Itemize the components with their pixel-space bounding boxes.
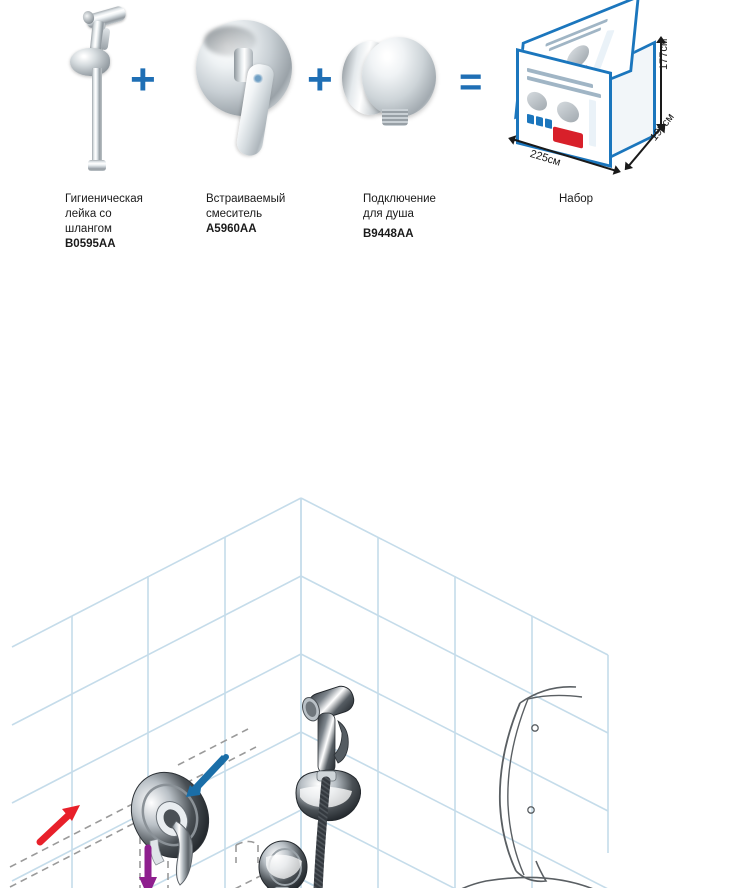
shower-hose-shading bbox=[266, 776, 331, 888]
product-label-set-package: Набор bbox=[559, 192, 593, 207]
product-image-concealed-mixer bbox=[190, 18, 315, 180]
label-line-2: смеситель bbox=[206, 208, 263, 220]
elbow-threaded-spigot-icon bbox=[382, 109, 408, 126]
label-line-3: шлангом bbox=[65, 223, 112, 235]
product-label-shower-connection: Подключение для душа B9448AA bbox=[363, 192, 436, 242]
box-front-product-thumb-2 bbox=[557, 99, 579, 125]
product-code: A5960AA bbox=[206, 223, 257, 235]
operator-equals: = bbox=[459, 60, 483, 104]
label-line-1: Набор bbox=[559, 193, 594, 205]
dimension-width-arrow-right bbox=[612, 165, 623, 177]
cold-water-arrow bbox=[186, 754, 229, 797]
elbow-dome-icon bbox=[362, 37, 436, 117]
operator-plus-2: + bbox=[307, 55, 333, 104]
toilet-seat-lid bbox=[498, 702, 521, 872]
box-front-swatch-3 bbox=[545, 118, 552, 130]
spray-wall-holder-icon bbox=[70, 48, 110, 76]
box-front-swatch-2 bbox=[536, 116, 543, 127]
label-line-2: лейка со bbox=[65, 208, 112, 220]
outlet-water-arrow bbox=[139, 844, 157, 888]
label-line-1: Подключение bbox=[363, 193, 436, 205]
label-line-1: Встраиваемый bbox=[206, 193, 286, 205]
box-front-swatch-1 bbox=[527, 113, 534, 125]
installation-diagram bbox=[0, 285, 730, 888]
toilet-bowl bbox=[461, 686, 593, 888]
product-code: B0595AA bbox=[65, 238, 116, 250]
hot-water-arrow bbox=[36, 805, 80, 846]
product-image-shower-connection bbox=[340, 35, 450, 150]
hose-end-nut-icon bbox=[88, 160, 106, 171]
product-label-concealed-mixer: Встраиваемый смеситель A5960AA bbox=[206, 192, 285, 237]
product-code: B9448AA bbox=[363, 228, 414, 240]
shower-hose-icon bbox=[92, 68, 102, 166]
box-front-product-thumb-3 bbox=[589, 99, 596, 147]
label-line-2: для душа bbox=[363, 208, 414, 220]
brand-logo-icon bbox=[251, 73, 265, 84]
wall-outlet-elbow bbox=[258, 840, 308, 888]
product-image-set-package: 177см 190см 225см bbox=[506, 0, 677, 178]
box-front-product-thumb-1 bbox=[527, 89, 547, 113]
dimension-height-line bbox=[660, 40, 662, 130]
product-image-hygienic-spray-hose bbox=[58, 4, 178, 180]
spray-trigger-icon bbox=[100, 27, 111, 51]
operator-plus-1: + bbox=[130, 55, 156, 104]
dimension-width-arrow-left bbox=[506, 133, 517, 145]
dimension-height-label: 177см bbox=[658, 38, 670, 70]
box-top-text-line-1 bbox=[545, 18, 608, 47]
label-line-1: Гигиеническая bbox=[65, 193, 143, 205]
product-label-hygienic-spray-hose: Гигиеническая лейка со шлангом B0595AA bbox=[65, 192, 143, 252]
product-equation-strip: + + = bbox=[0, 0, 730, 285]
box-front-red-label bbox=[553, 126, 583, 149]
tiled-wall-right bbox=[300, 497, 609, 888]
dimension-height-arrow-top bbox=[656, 36, 666, 43]
